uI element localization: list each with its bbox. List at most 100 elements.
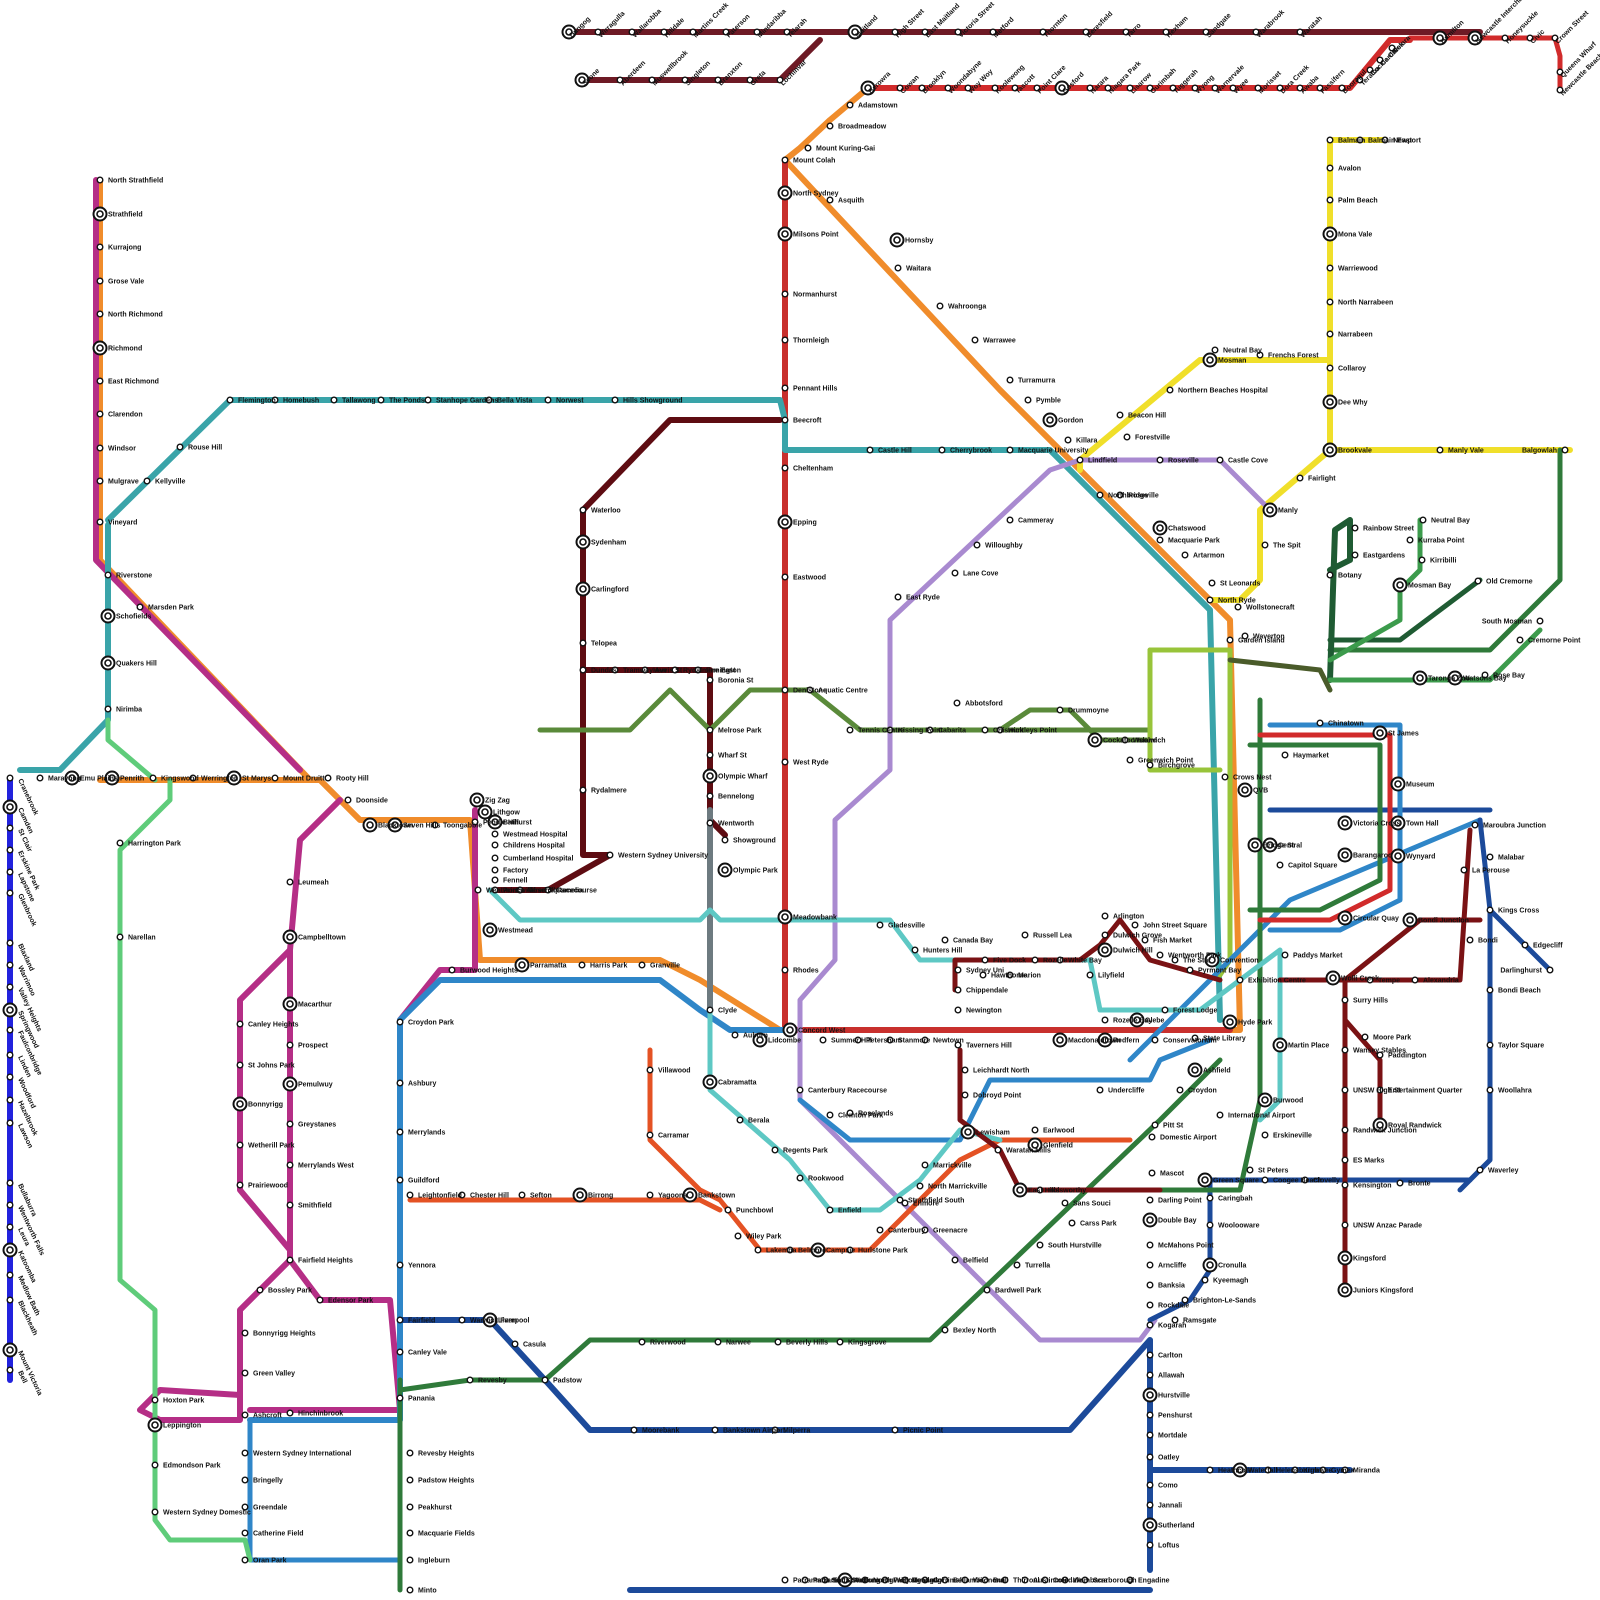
station-marker-camelia[interactable] xyxy=(544,886,552,894)
station-marker-summer-hill[interactable] xyxy=(819,1036,827,1044)
station-marker-erskineville[interactable] xyxy=(1261,1131,1269,1139)
station-marker-wirragulla[interactable] xyxy=(594,28,602,36)
station-marker-capitol-square[interactable] xyxy=(1276,861,1284,869)
station-marker-fish-market[interactable] xyxy=(1141,936,1149,944)
station-marker-enfield[interactable] xyxy=(826,1206,834,1214)
station-marker-linden[interactable] xyxy=(6,1051,14,1059)
station-marker-lapstone[interactable] xyxy=(6,868,14,876)
station-marker-leichhardt-north[interactable] xyxy=(961,1066,969,1074)
station-marker-tennis-centre[interactable] xyxy=(846,726,854,734)
station-marker-eat-street[interactable] xyxy=(821,1576,829,1584)
station-marker-granville[interactable] xyxy=(638,961,646,969)
station-marker-newport[interactable] xyxy=(1381,136,1389,144)
station-marker-fairfield-heights[interactable] xyxy=(286,1256,294,1264)
station-marker-metford[interactable] xyxy=(989,28,997,36)
station-marker-carss-park[interactable] xyxy=(1068,1219,1076,1227)
station-marker-brooklyn[interactable] xyxy=(918,84,926,92)
station-marker-eastgardens[interactable] xyxy=(1351,551,1359,559)
station-marker-harris-park[interactable] xyxy=(578,961,586,969)
station-marker-hawthorne[interactable] xyxy=(979,971,987,979)
station-marker-denistone[interactable] xyxy=(781,686,789,694)
station-marker-oatley[interactable] xyxy=(1146,1453,1154,1461)
station-marker-macquarie-university[interactable] xyxy=(1006,446,1014,454)
station-marker-old-cremorne[interactable] xyxy=(1474,577,1482,585)
station-marker-hoxton-park[interactable] xyxy=(151,1396,159,1404)
station-marker-fairlight[interactable] xyxy=(1296,474,1304,482)
station-marker-clyde[interactable] xyxy=(706,1006,714,1014)
station-marker-beacon-hill[interactable] xyxy=(1116,411,1124,419)
station-marker-east-richmond[interactable] xyxy=(96,377,104,385)
station-marker-wentworth[interactable] xyxy=(706,819,714,827)
station-marker-canley-heights[interactable] xyxy=(236,1020,244,1028)
station-marker-turramurra[interactable] xyxy=(1006,376,1014,384)
station-marker-bardwell-park[interactable] xyxy=(983,1286,991,1294)
station-marker-darling-point[interactable] xyxy=(1146,1196,1154,1204)
station-marker-roseville[interactable] xyxy=(1116,491,1124,499)
station-marker-edgecliff[interactable] xyxy=(1521,941,1529,949)
station-marker-teralba[interactable] xyxy=(1356,76,1364,84)
station-marker-woy-woy[interactable] xyxy=(964,84,972,92)
station-marker-waterloo[interactable] xyxy=(579,506,587,514)
station-marker-singleton[interactable] xyxy=(681,76,689,84)
station-marker-sandgate[interactable] xyxy=(1202,28,1210,36)
station-marker-lilyfield[interactable] xyxy=(1086,971,1094,979)
station-marker-canada-bay[interactable] xyxy=(941,936,949,944)
station-marker-wollstonecraft[interactable] xyxy=(1234,603,1242,611)
station-marker-allawah[interactable] xyxy=(1146,1371,1154,1379)
station-marker-waratah[interactable] xyxy=(1296,28,1304,36)
station-marker-broadmeadow[interactable] xyxy=(826,122,834,130)
station-marker-bronte[interactable] xyxy=(1396,1179,1404,1187)
station-marker-parramatta-stadium[interactable] xyxy=(801,1576,809,1584)
station-marker-greendale[interactable] xyxy=(241,1503,249,1511)
station-marker-pitt-st[interactable] xyxy=(1151,1121,1159,1129)
station-marker-stanhope-gardens[interactable] xyxy=(424,396,432,404)
station-marker-rozelle[interactable] xyxy=(1031,956,1039,964)
station-marker-milperra[interactable] xyxy=(771,1426,779,1434)
station-marker-norwest[interactable] xyxy=(544,396,552,404)
station-marker-la-perouse[interactable] xyxy=(1460,866,1468,874)
station-marker-berala[interactable] xyxy=(736,1116,744,1124)
station-marker-beverly-hills[interactable] xyxy=(774,1338,782,1346)
station-marker-kellyville[interactable] xyxy=(143,477,151,485)
station-marker-morisset[interactable] xyxy=(1254,84,1262,92)
station-marker-flemington[interactable] xyxy=(226,396,234,404)
station-marker-south-hurstville[interactable] xyxy=(1036,1241,1044,1249)
station-marker-civic[interactable] xyxy=(1526,34,1534,42)
station-marker-castle-hill[interactable] xyxy=(866,446,874,454)
station-marker-taylor-square[interactable] xyxy=(1486,1041,1494,1049)
station-marker-forestville[interactable] xyxy=(1123,433,1131,441)
station-marker-rainbow-street[interactable] xyxy=(1351,524,1359,532)
station-marker-auburn[interactable] xyxy=(731,1031,739,1039)
station-marker-padstow[interactable] xyxy=(541,1376,549,1384)
station-marker-north-narrabeen[interactable] xyxy=(1326,298,1334,306)
station-marker-lindfield[interactable] xyxy=(1076,456,1084,464)
station-marker-leumeah[interactable] xyxy=(286,878,294,886)
station-marker-clemton-park[interactable] xyxy=(826,1111,834,1119)
station-marker-wentworth-falls[interactable] xyxy=(6,1201,14,1209)
station-marker-rookwood[interactable] xyxy=(796,1174,804,1182)
station-marker-collaroy[interactable] xyxy=(1326,364,1334,372)
station-marker-carlton[interactable] xyxy=(1146,1351,1154,1359)
station-marker-grose-vale[interactable] xyxy=(96,277,104,285)
station-marker-panania[interactable] xyxy=(396,1394,404,1402)
station-marker-strathfield-south[interactable] xyxy=(896,1196,904,1204)
station-marker-conservatorium[interactable] xyxy=(1151,1036,1159,1044)
station-marker-villawood[interactable] xyxy=(646,1066,654,1074)
station-marker-scarborough[interactable] xyxy=(1081,1576,1089,1584)
station-marker-castle-cove[interactable] xyxy=(1216,456,1224,464)
station-marker-lisarow[interactable] xyxy=(1126,84,1134,92)
station-marker-rozelle-bay[interactable] xyxy=(1101,1016,1109,1024)
station-marker-loftus[interactable] xyxy=(1146,1541,1154,1549)
station-marker-paddington[interactable] xyxy=(1376,1051,1384,1059)
station-marker-thirroul[interactable] xyxy=(1001,1576,1009,1584)
station-marker-bulli[interactable] xyxy=(981,1576,989,1584)
station-marker-randwick-junction[interactable] xyxy=(1341,1126,1349,1134)
station-marker-punchbowl[interactable] xyxy=(724,1206,732,1214)
station-marker-valley-heights[interactable] xyxy=(6,983,14,991)
station-marker-kotara[interactable] xyxy=(1388,44,1396,52)
station-marker-forest-lodge[interactable] xyxy=(1161,1006,1169,1014)
station-marker-toongabbie[interactable] xyxy=(431,821,439,829)
station-marker-hinchinbrook[interactable] xyxy=(286,1409,294,1417)
station-marker-st-leonards[interactable] xyxy=(1208,579,1216,587)
station-marker-boronia-st[interactable] xyxy=(706,676,714,684)
